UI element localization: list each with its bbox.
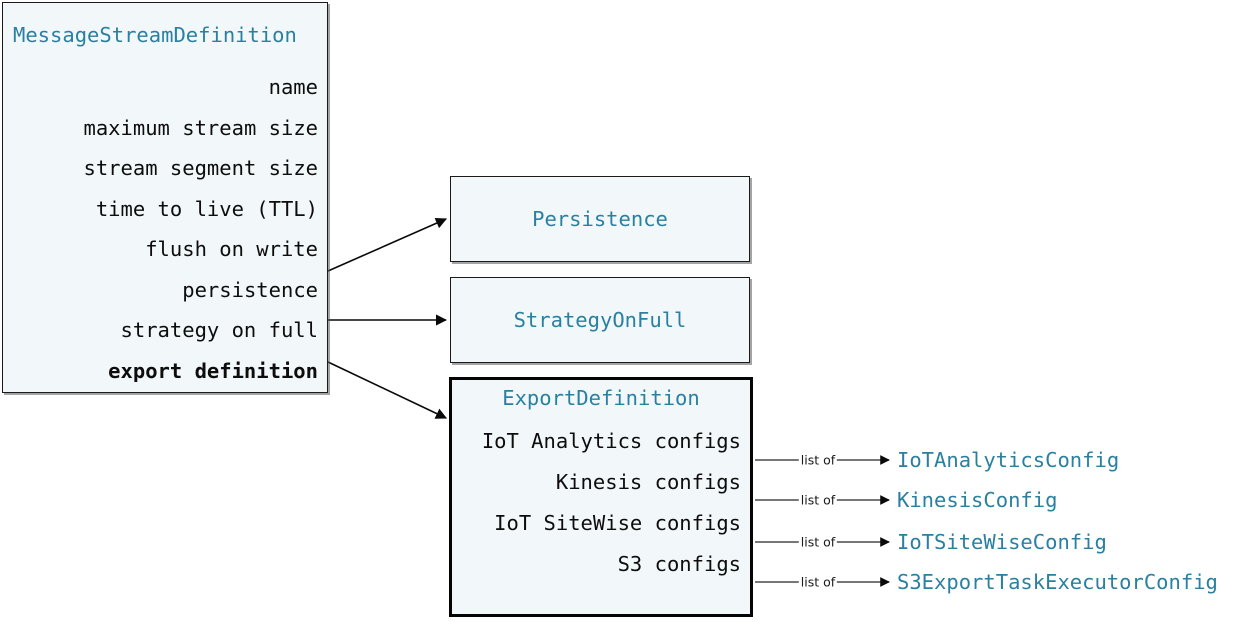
strategy-on-full-title: StrategyOnFull	[513, 308, 687, 332]
field-iot-sitewise-configs: IoT SiteWise configs	[494, 511, 741, 535]
persistence-box: Persistence	[450, 176, 750, 262]
field-persistence: persistence	[182, 277, 318, 302]
edge-export-definition	[327, 361, 448, 419]
field-maximum-stream-size: maximum stream size	[83, 115, 319, 140]
message-stream-definition-title: MessageStreamDefinition	[13, 23, 297, 47]
type-iot-sitewise-config: IoTSiteWiseConfig	[897, 530, 1107, 554]
export-definition-fields: IoT Analytics configs Kinesis configs Io…	[452, 421, 741, 585]
field-flush-on-write: flush on write	[145, 237, 318, 261]
type-kinesis-config: KinesisConfig	[897, 488, 1058, 512]
edge-label-list-of-iot-analytics: list of	[798, 452, 838, 468]
export-definition-title: ExportDefinition	[502, 386, 700, 410]
message-stream-definition-box: MessageStreamDefinition name maximum str…	[2, 2, 328, 393]
edge-label-list-of-iot-sitewise: list of	[798, 534, 838, 550]
field-kinesis-configs: Kinesis configs	[555, 470, 741, 494]
field-name: name	[268, 75, 318, 99]
field-time-to-live: time to live (TTL)	[95, 196, 318, 221]
edge-label-list-of-kinesis: list of	[798, 492, 838, 508]
edge-label-list-of-s3-export: list of	[798, 574, 838, 590]
type-s3-export-task-executor-config: S3ExportTaskExecutorConfig	[897, 570, 1218, 594]
field-strategy-on-full: strategy on full	[120, 318, 318, 342]
persistence-title: Persistence	[532, 207, 668, 231]
field-iot-analytics-configs: IoT Analytics configs	[481, 429, 741, 453]
export-definition-box: ExportDefinition IoT Analytics configs K…	[449, 377, 753, 617]
field-s3-configs: S3 configs	[617, 552, 741, 576]
field-stream-segment-size: stream segment size	[83, 156, 319, 180]
message-stream-definition-fields: name maximum stream size stream segment …	[3, 67, 319, 391]
type-iot-analytics-config: IoTAnalyticsConfig	[897, 448, 1120, 472]
edge-persistence	[327, 217, 448, 272]
field-export-definition: export definition	[108, 358, 318, 383]
strategy-on-full-box: StrategyOnFull	[450, 277, 750, 363]
